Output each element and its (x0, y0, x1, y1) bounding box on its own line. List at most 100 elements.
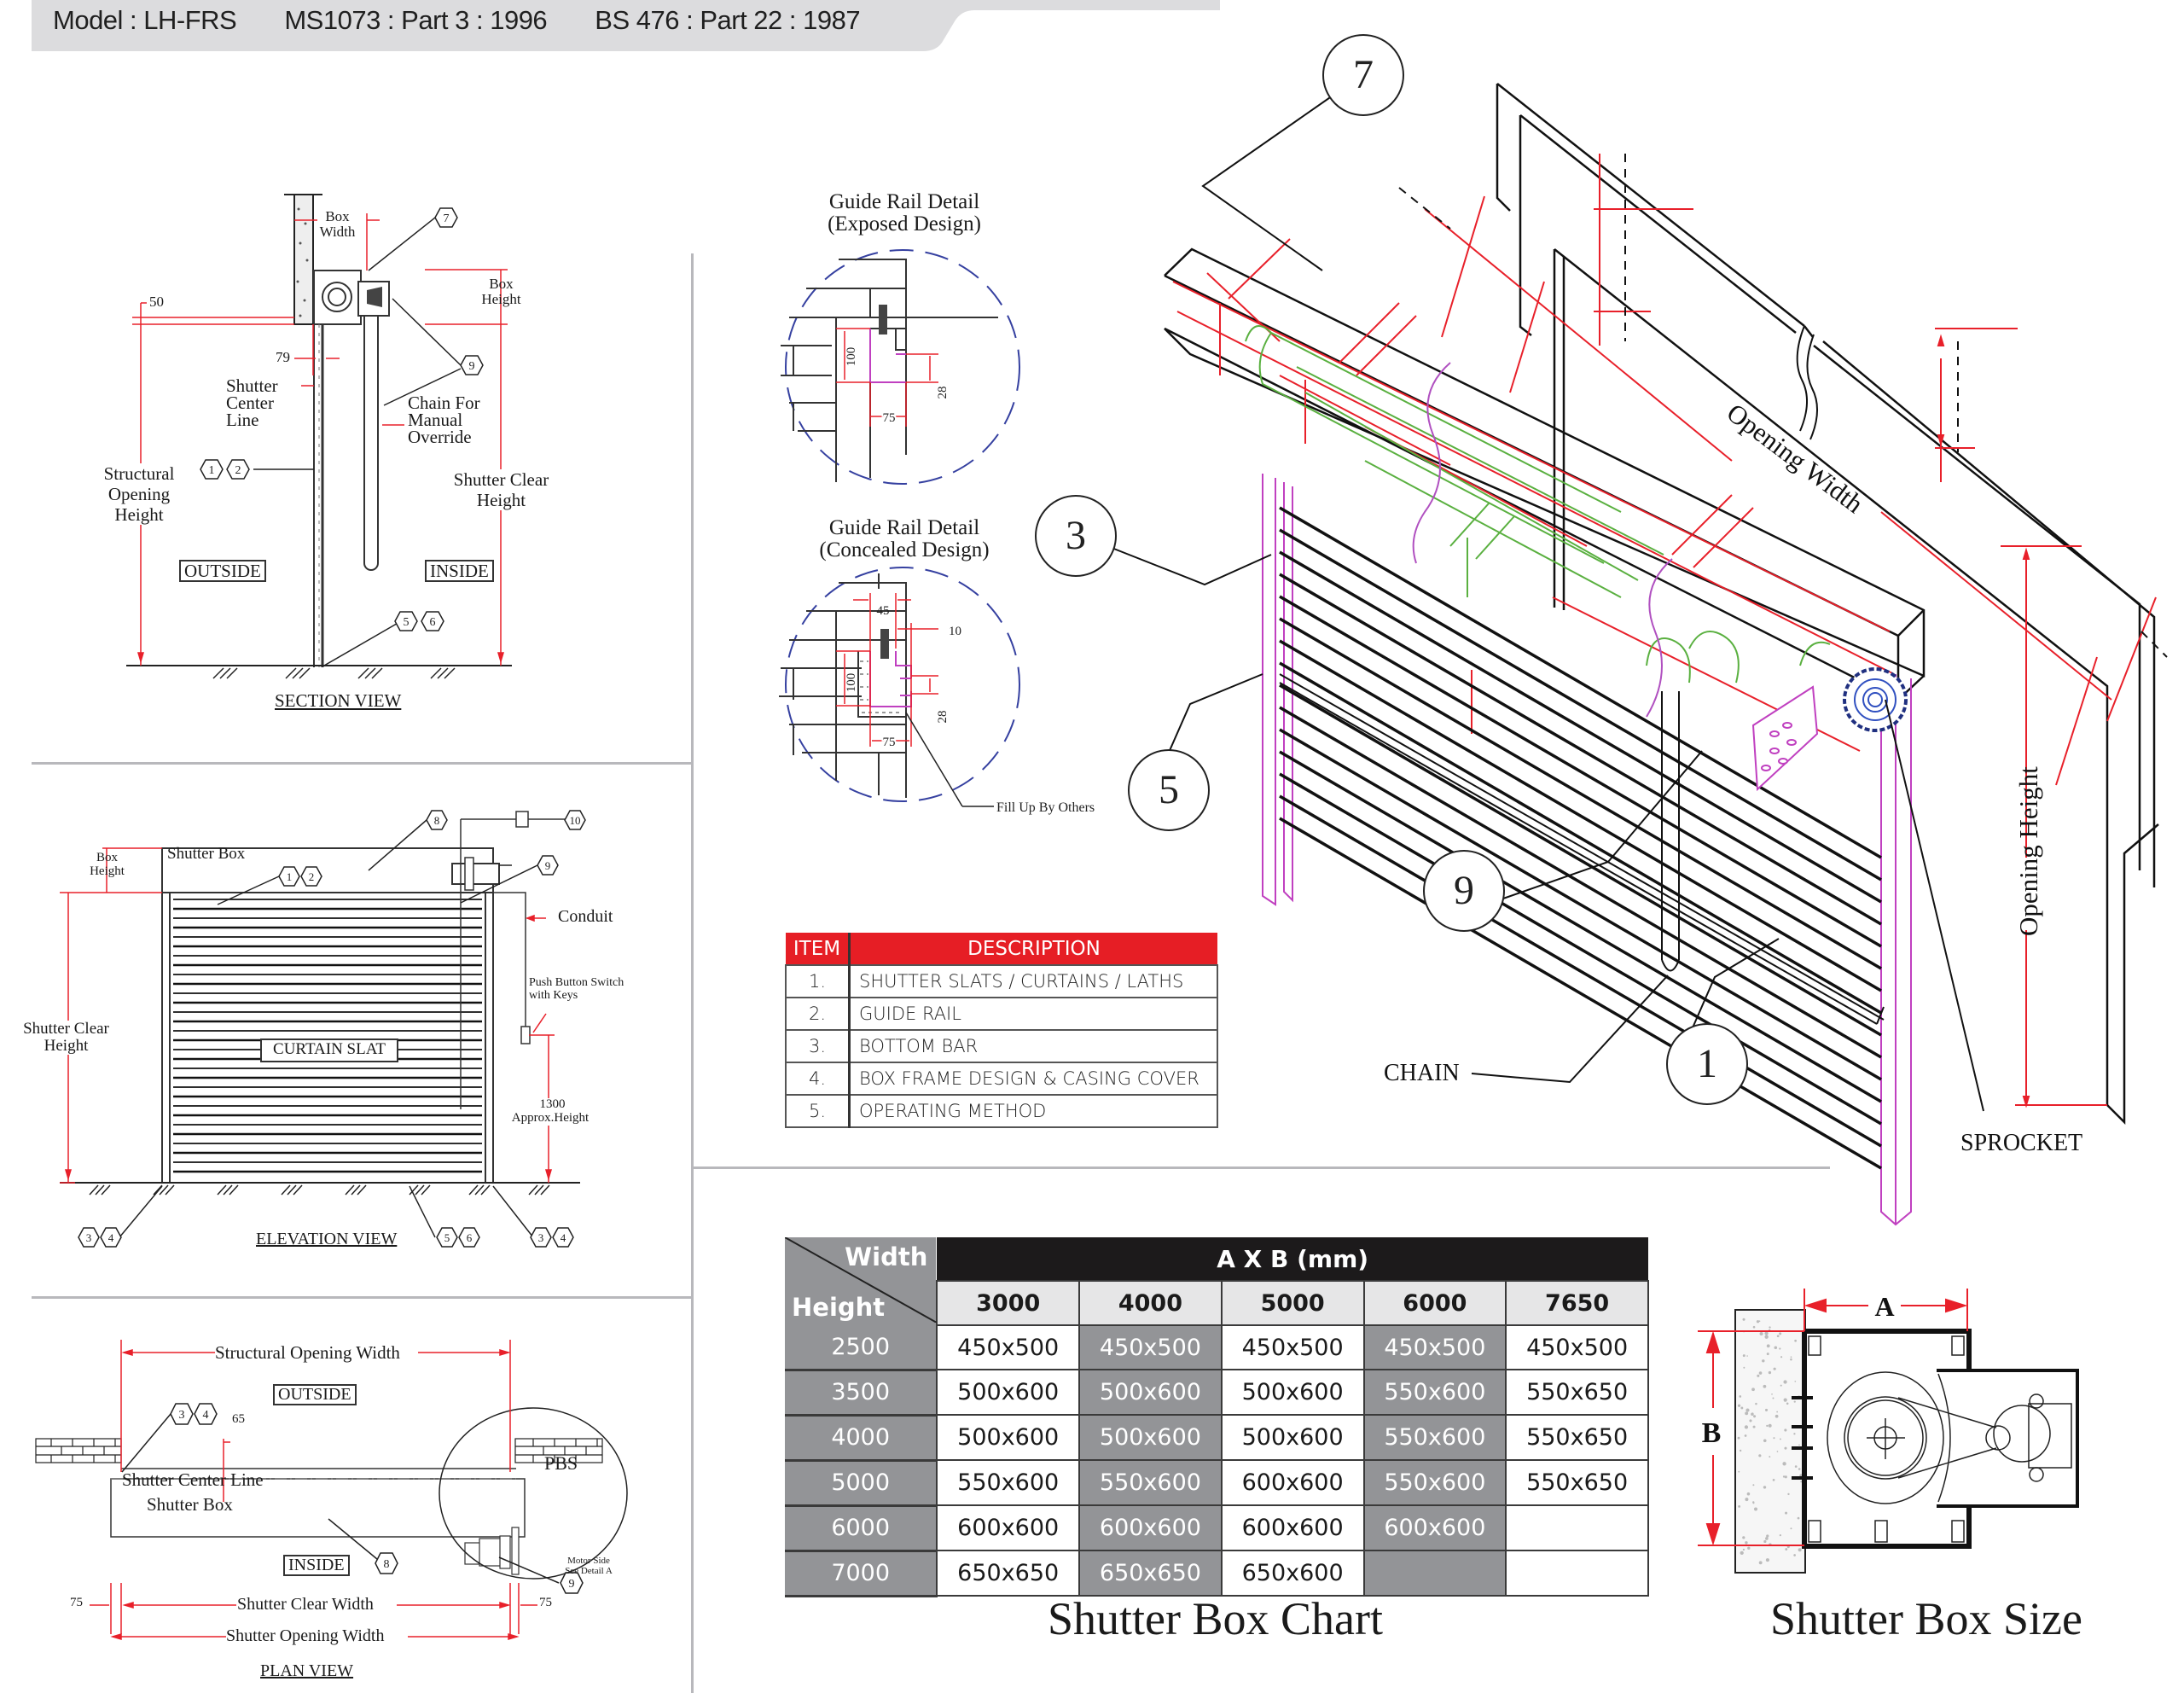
label-shutter-box: Shutter Box (167, 845, 246, 863)
svg-text:8: 8 (384, 1558, 390, 1571)
tag-8: 8 (375, 1552, 398, 1574)
chart-cell: 550x600 (936, 1459, 1081, 1506)
chart-cell (1362, 1550, 1507, 1597)
divider-section-elevation (32, 762, 693, 765)
tag-7: 7 (434, 207, 458, 228)
callout-1: 1 (1666, 1023, 1748, 1105)
label-shutter-clear-width: Shutter Clear Width (237, 1595, 374, 1614)
label-shutter-clear-height: Shutter Clear Height (448, 469, 555, 511)
tag-6: 6 (421, 611, 444, 631)
chart-cell (1505, 1550, 1649, 1597)
guide-rail-exposed-title: Guide Rail Detail (Exposed Design) (785, 190, 1024, 236)
dim-75: 75 (883, 736, 896, 749)
height-header: 7000 (785, 1550, 938, 1597)
dim-79: 79 (276, 349, 290, 365)
width-header: 6000 (1362, 1280, 1507, 1326)
tag-1: 1 (200, 459, 224, 480)
chart-cell: 550x650 (1505, 1459, 1649, 1506)
item-row: 4.BOX FRAME DESIGN & CASING COVER (785, 1062, 1218, 1096)
label-outside: OUTSIDE (273, 1384, 357, 1405)
svg-text:3: 3 (86, 1231, 92, 1244)
fill-up-note: Fill Up By Others (996, 800, 1095, 815)
section-view-drawing: 7 9 1 2 5 6 (126, 194, 512, 679)
label-push-button: Push Button Switch with Keys (529, 976, 624, 1002)
guide-rail-concealed-title: Guide Rail Detail (Concealed Design) (776, 516, 1032, 562)
corner-header: Width Height (785, 1237, 938, 1325)
chart-cell: 450x500 (1220, 1324, 1365, 1370)
chart-cell: 500x600 (1220, 1369, 1365, 1416)
label-shutter-center-line: Shutter Center Line (122, 1469, 264, 1490)
callout-9: 9 (1423, 850, 1505, 932)
dim-28: 28 (936, 711, 950, 724)
dim-75-left: 75 (70, 1596, 83, 1609)
height-header: 2500 (785, 1325, 938, 1371)
sprocket-gear (1843, 667, 1908, 732)
isometric-drawing: Opening Width Opening Height CHAIN SPROC… (1107, 83, 2168, 1226)
dim-1300: 1300 (520, 1097, 584, 1112)
item-number: 3. (785, 1029, 851, 1063)
height-header: 4000 (785, 1415, 938, 1462)
label-shutter-clear-height: Shutter Clear Height (17, 1021, 115, 1055)
chart-cell: 600x600 (1362, 1504, 1507, 1551)
title-line-1: Guide Rail Detail (828, 190, 980, 213)
chart-cell: 650x650 (936, 1550, 1081, 1597)
tag-6: 6 (458, 1227, 480, 1248)
chart-cell: 550x600 (1078, 1459, 1223, 1506)
dim-100: 100 (845, 673, 858, 693)
elevation-view-title: ELEVATION VIEW (256, 1230, 398, 1248)
chart-cell: 650x650 (1078, 1550, 1223, 1597)
tag-3: 3 (78, 1227, 100, 1248)
item-row: 5.OPERATING METHOD (785, 1094, 1218, 1128)
plan-view-title: PLAN VIEW (260, 1661, 354, 1680)
elevation-view-drawing: 8 10 1 2 9 3 4 5 6 3 4 (60, 810, 586, 1248)
height-header: 5000 (785, 1460, 938, 1507)
header-description: DESCRIPTION (849, 933, 1217, 965)
header-text: Model : LH-FRS MS1073 : Part 3 : 1996 BS… (53, 5, 901, 36)
title-line-2: (Concealed Design) (819, 538, 990, 562)
title-line-2: (Exposed Design) (828, 212, 981, 236)
tag-3: 3 (530, 1227, 552, 1248)
item-description: GUIDE RAIL (848, 997, 1218, 1031)
tag-9: 9 (460, 355, 484, 375)
label-structural-opening-height: Structural Opening Height (92, 463, 186, 526)
chart-cell: 550x650 (1505, 1414, 1649, 1461)
label-approx-height: Approx.Height (503, 1111, 597, 1126)
shutter-box-size-title: Shutter Box Size (1770, 1593, 2082, 1644)
tag-3: 3 (170, 1403, 194, 1425)
item-description: SHUTTER SLATS / CURTAINS / LATHS (848, 964, 1218, 998)
svg-text:6: 6 (467, 1231, 473, 1244)
dim-50: 50 (149, 294, 164, 310)
dim-28: 28 (936, 387, 950, 399)
svg-text:9: 9 (569, 1578, 575, 1591)
label-structural-opening-width: Structural Opening Width (215, 1342, 400, 1363)
guide-rail-concealed-drawing: 45 10 100 28 75 Fill Up By Others (779, 567, 1095, 815)
item-number: 1. (785, 964, 851, 998)
label-curtain-slat: CURTAIN SLAT (273, 1040, 386, 1058)
tag-4: 4 (194, 1403, 218, 1425)
chart-cell: 500x600 (1220, 1414, 1365, 1461)
dim-b: B (1702, 1417, 1722, 1449)
width-header: 4000 (1078, 1280, 1223, 1326)
tag-5: 5 (394, 611, 418, 631)
dim-10: 10 (949, 625, 961, 638)
callout-7: 7 (1322, 34, 1404, 116)
item-description: BOX FRAME DESIGN & CASING COVER (848, 1062, 1218, 1096)
label-shutter-box: Shutter Box (147, 1494, 233, 1515)
svg-text:2: 2 (235, 464, 241, 477)
item-row: 2.GUIDE RAIL (785, 997, 1218, 1031)
item-description-table: ITEM DESCRIPTION 1.SHUTTER SLATS / CURTA… (785, 933, 1218, 1128)
label-box-height: Box Height (90, 851, 125, 878)
item-description: OPERATING METHOD (848, 1094, 1218, 1128)
dim-45: 45 (877, 604, 890, 618)
tag-2: 2 (226, 459, 250, 480)
item-number: 4. (785, 1062, 851, 1096)
dim-75: 75 (883, 411, 896, 425)
svg-text:7: 7 (444, 212, 450, 225)
tag-4: 4 (100, 1227, 122, 1248)
item-table-header: ITEM DESCRIPTION (786, 933, 1217, 965)
chain-label: CHAIN (1384, 1060, 1460, 1086)
